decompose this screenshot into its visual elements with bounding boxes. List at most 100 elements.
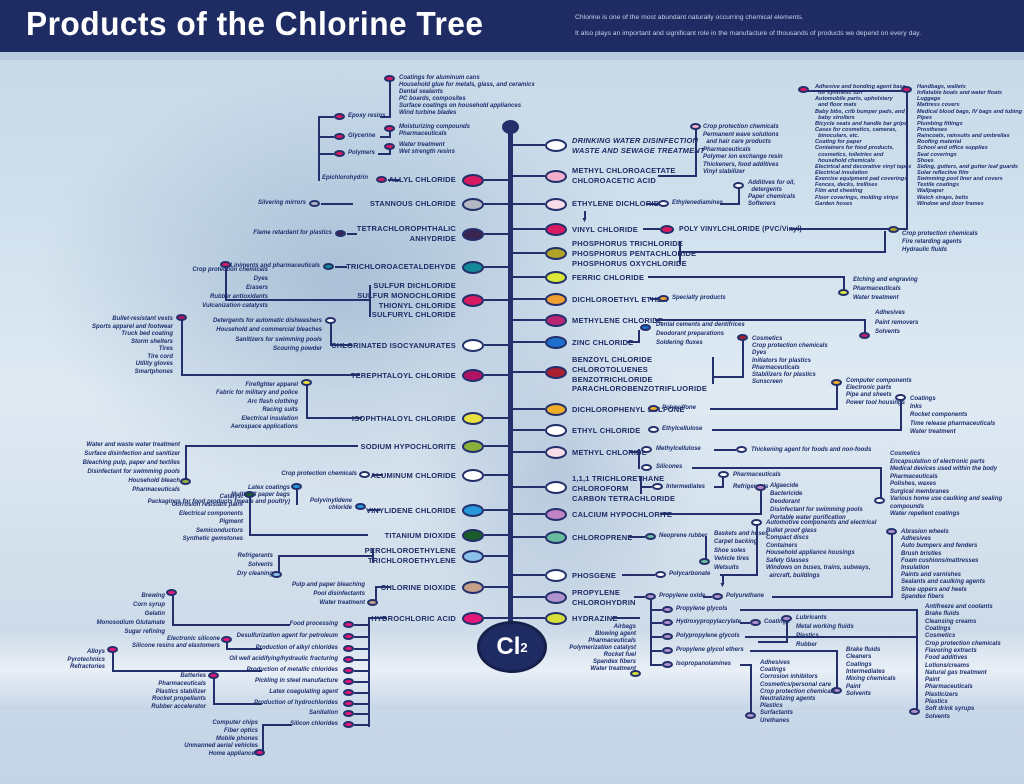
connector (354, 648, 368, 650)
connector (306, 417, 362, 419)
node-polysulfone (648, 405, 659, 412)
node-desulfurization (343, 633, 354, 640)
node-phosgene (545, 569, 567, 582)
connector (484, 266, 508, 268)
connector (389, 130, 391, 138)
connector (742, 340, 744, 378)
connector (655, 319, 866, 321)
connector (249, 496, 251, 536)
node-benzoyl-uses (737, 334, 748, 341)
node-ethers-uses (831, 687, 842, 694)
node-thickening-agent (736, 446, 747, 453)
node-stannous-chloride (462, 198, 484, 211)
connector (513, 574, 545, 576)
list-perchloro-uses: Refrigerants Solvents Dry cleaning (236, 553, 273, 577)
list-titanium-uses: Catalyst Corrosion resistant paint Elect… (171, 494, 243, 542)
node-ethylcellulose (648, 426, 659, 433)
connector (112, 650, 114, 671)
connector (630, 451, 640, 453)
label-benzoyl-chloride: BENZOYL CHLORIDE CHLOROTOLUENES BENZOTRI… (572, 355, 708, 394)
connector (513, 408, 545, 410)
connector (225, 299, 371, 301)
label-pvc: POLY VINYLCHLORIDE (PVC/Vinyl) (679, 226, 802, 233)
node-methylcellulose (641, 446, 652, 453)
node-silicones-uses (874, 497, 885, 504)
connector (658, 175, 697, 177)
node-pvc-col1 (798, 86, 809, 93)
list-isocyanurate-uses: Detergents for automatic dishwashers Hou… (212, 318, 322, 352)
connector (389, 148, 391, 155)
label-hydrochlorides: Production of hydrochlorides (253, 700, 338, 706)
connector (760, 489, 762, 515)
label-allyl-chloride: ALLYL CHLORIDE (388, 175, 456, 184)
node-hydrochlorides (343, 700, 354, 707)
label-aluminum-use: Crop protection chemicals (281, 471, 357, 477)
label-intermediates: Intermediates (666, 484, 706, 490)
list-hypochlorite-uses: Water and waste water treatment Surface … (82, 442, 180, 493)
node-silicon-chlorides (343, 721, 354, 728)
label-trichloroacetaldehyde: TRICHLOROACETALDEHYDE (346, 262, 456, 271)
connector (622, 574, 655, 576)
label-methylene-chloride: METHYLENE CHLORIDE (572, 316, 664, 325)
label-propylene-glycols: Propylene glycols (676, 606, 728, 612)
label-flame-retardant: Flame retardant for plastics (253, 230, 332, 236)
connector (634, 596, 645, 598)
node-hydrochloric-acid (462, 612, 484, 625)
connector (513, 298, 545, 300)
node-methyl-chloroacetate (545, 170, 567, 183)
connector (226, 641, 228, 649)
list-isophthaloyl-uses: Firefighter apparel Fabric for military … (215, 382, 298, 430)
connector (375, 586, 390, 588)
connector (513, 144, 545, 146)
connector (484, 233, 508, 235)
connector (513, 319, 545, 321)
connector (714, 449, 736, 451)
node-vinyl-chloride (545, 223, 567, 236)
connector (513, 486, 545, 488)
node-lubricants-uses (781, 615, 792, 622)
label-zinc-chloride: ZINC CHLORIDE (572, 338, 634, 347)
connector (225, 266, 227, 301)
connector (722, 574, 724, 584)
node-food-uses (166, 589, 177, 596)
trunk-top-node (502, 120, 519, 134)
label-methylcellulose: Methylcellulose (656, 446, 701, 452)
node-methyl-chloride (545, 446, 567, 459)
connector (650, 622, 662, 624)
node-specialty-products (658, 295, 669, 302)
connector (354, 703, 368, 705)
node-silicon-uses (254, 749, 265, 756)
connector (306, 384, 308, 419)
connector (318, 116, 320, 181)
node-allyl-chloride (462, 174, 484, 187)
label-epichlorohydrin: Epichlorohydrin (322, 175, 369, 181)
connector (354, 724, 368, 726)
node-sulfur-chlorides (462, 294, 484, 307)
list-hydrazine-uses: Airbags Blowing agent Pharmaceuticals Po… (569, 624, 636, 673)
page-title: Products of the Chlorine Tree (26, 5, 484, 42)
connector (484, 586, 508, 588)
connector (710, 408, 838, 410)
label-intermediates-use1: Pharmaceuticals (733, 472, 781, 478)
connector (786, 622, 788, 643)
node-polypropylene-glycols (662, 633, 673, 640)
list-hydrochlorides-uses: Batteries Pharmaceuticals Plastics stabi… (151, 673, 206, 711)
connector (638, 449, 640, 469)
connector (181, 319, 183, 376)
connector (648, 276, 845, 278)
node-drinking-water (545, 139, 567, 152)
node-calcium-uses (755, 484, 766, 491)
connector (650, 664, 662, 666)
connector (330, 344, 352, 346)
connector (380, 136, 391, 138)
connector (278, 555, 280, 573)
connector (513, 617, 545, 619)
connector (836, 650, 838, 690)
list-ethylenediamines-uses: Additives for oil, detergents Paper chem… (748, 180, 796, 208)
label-sanitation: Sanitation (308, 710, 338, 716)
node-chlorine-dioxide-uses (367, 599, 378, 606)
node-perchloroethylene (462, 550, 484, 563)
node-food-processing (343, 621, 354, 628)
label-sodium-hypochlorite: SODIUM HYPOCHLORITE (360, 442, 456, 451)
node-glycerine-uses (384, 125, 395, 132)
